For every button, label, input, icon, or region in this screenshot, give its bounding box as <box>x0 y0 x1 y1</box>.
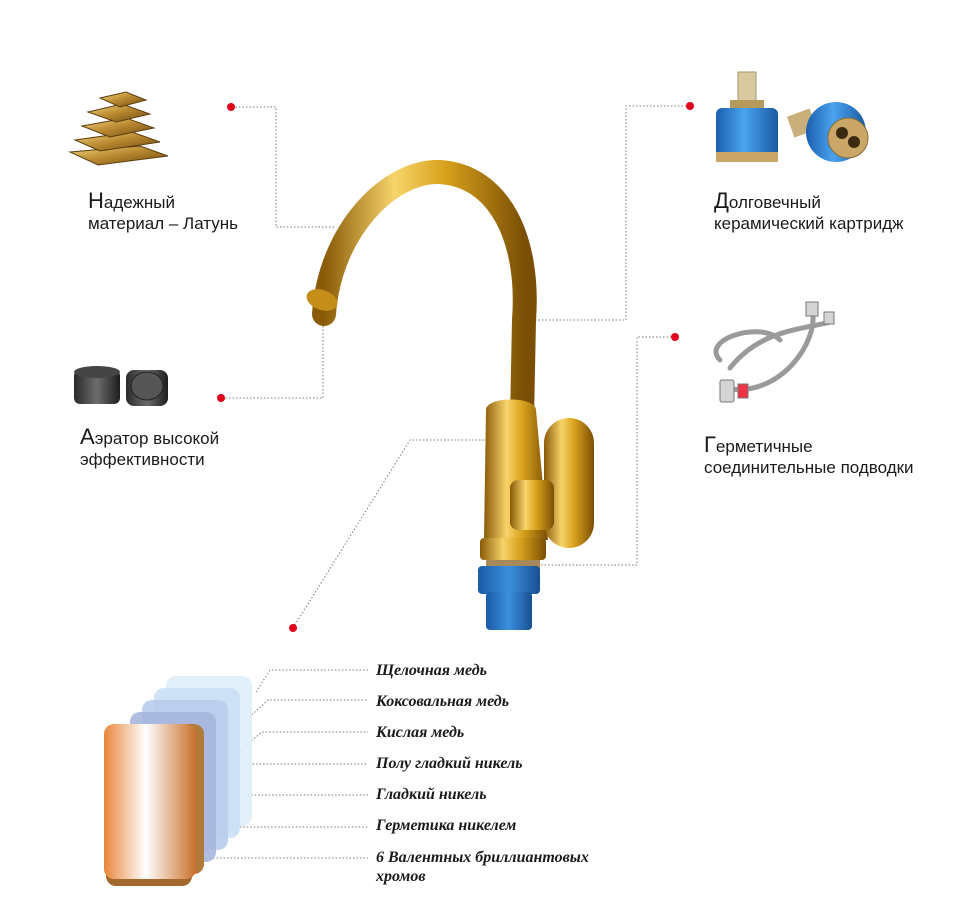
feature-cartridge-line1: олговечный <box>728 193 821 212</box>
dot-hoses <box>671 333 679 341</box>
feature-hoses: Герметичные соединительные подводки <box>704 434 914 478</box>
feature-cartridge: Долговечный керамический картридж <box>714 190 904 234</box>
feature-aerator: Аэратор высокой эффективности <box>80 426 219 470</box>
feature-cartridge-initial: Д <box>714 188 729 213</box>
layer-label-semi-bright-nickel: Полу гладкий никель <box>376 755 523 772</box>
layer-label-coke-copper: Коксовальная медь <box>376 693 510 710</box>
feature-aerator-initial: А <box>80 424 95 449</box>
feature-brass-line2: материал – Латунь <box>88 214 239 233</box>
feature-aerator-line2: эффективности <box>80 450 205 469</box>
dot-base <box>289 624 297 632</box>
feature-hoses-line1: ерметичные <box>715 437 813 456</box>
layer-label-nickel-seal: Герметика никелем <box>376 817 517 834</box>
layer-label-bright-nickel: Гладкий никель <box>376 786 487 803</box>
layer-label-alkaline-copper: Щелочная медь <box>376 662 487 679</box>
layer-label-chrome-line2: хромов <box>376 868 426 885</box>
feature-brass-line1: адежный <box>103 193 176 212</box>
feature-cartridge-line2: керамический картридж <box>714 214 904 233</box>
dot-brass <box>227 103 235 111</box>
feature-hoses-line2: соединительные подводки <box>704 458 914 477</box>
dot-aerator <box>217 394 225 402</box>
feature-brass-initial: Н <box>88 188 104 213</box>
layer-label-chrome-line1: 6 Валентных бриллиантовых <box>376 849 589 866</box>
layer-label-acid-copper: Кислая медь <box>376 724 465 741</box>
feature-hoses-initial: Г <box>704 432 716 457</box>
feature-aerator-line1: эратор высокой <box>94 429 220 448</box>
feature-brass: Надежный материал – Латунь <box>88 190 238 234</box>
dot-cartridge <box>686 102 694 110</box>
